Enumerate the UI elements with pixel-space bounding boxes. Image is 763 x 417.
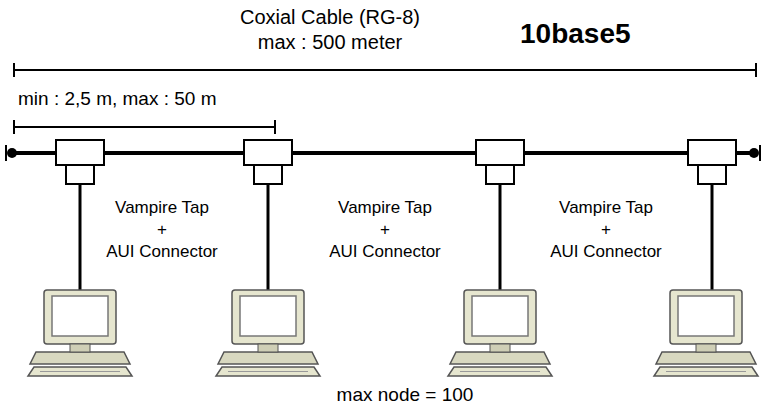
tap-spacing: min : 2,5 m, max : 50 m (18, 88, 217, 110)
cable-type: Coxial Cable (RG-8) (240, 6, 420, 29)
coax-cable (6, 145, 760, 161)
tap-label: Vampire Tap (115, 198, 209, 218)
cable-length: max : 500 meter (258, 31, 403, 54)
tap-label: Vampire Tap (338, 198, 432, 218)
connector-label: AUI Connector (106, 242, 218, 262)
vampire-taps (56, 140, 736, 184)
computers (28, 290, 758, 376)
spacing-dimension (14, 120, 275, 134)
tap-label: Vampire Tap (559, 198, 653, 218)
plus-sign: + (157, 220, 167, 240)
connector-label: AUI Connector (329, 242, 441, 262)
connector-label: AUI Connector (550, 242, 662, 262)
length-dimension (14, 63, 756, 77)
plus-sign: + (601, 220, 611, 240)
plus-sign: + (380, 220, 390, 240)
standard-title: 10base5 (520, 18, 631, 50)
aui-drop-cables (80, 184, 712, 290)
node-limit: max node = 100 (337, 384, 474, 406)
